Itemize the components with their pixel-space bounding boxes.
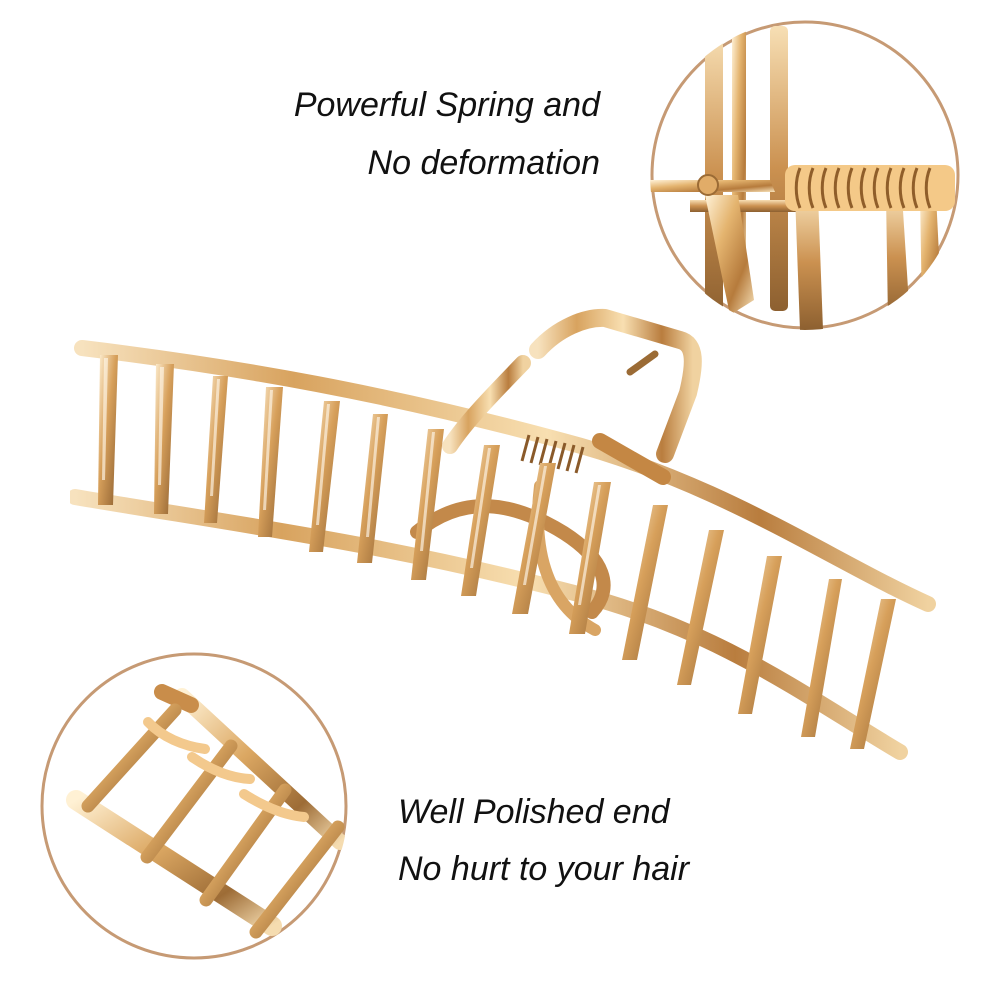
spring-caption-line-2: No deformation	[367, 144, 600, 182]
polished-end-zoom-icon	[40, 652, 348, 960]
polished-caption-line-1: Well Polished end	[398, 793, 670, 831]
spring-caption-line-1: Powerful Spring and	[293, 86, 600, 124]
polished-caption-line-2: No hurt to your hair	[398, 850, 690, 888]
polished-end-zoom-circle	[40, 652, 348, 960]
spring-zoom-icon	[650, 20, 960, 330]
hair-claw-clip-icon	[70, 308, 936, 760]
spring-zoom-circle	[650, 20, 960, 330]
